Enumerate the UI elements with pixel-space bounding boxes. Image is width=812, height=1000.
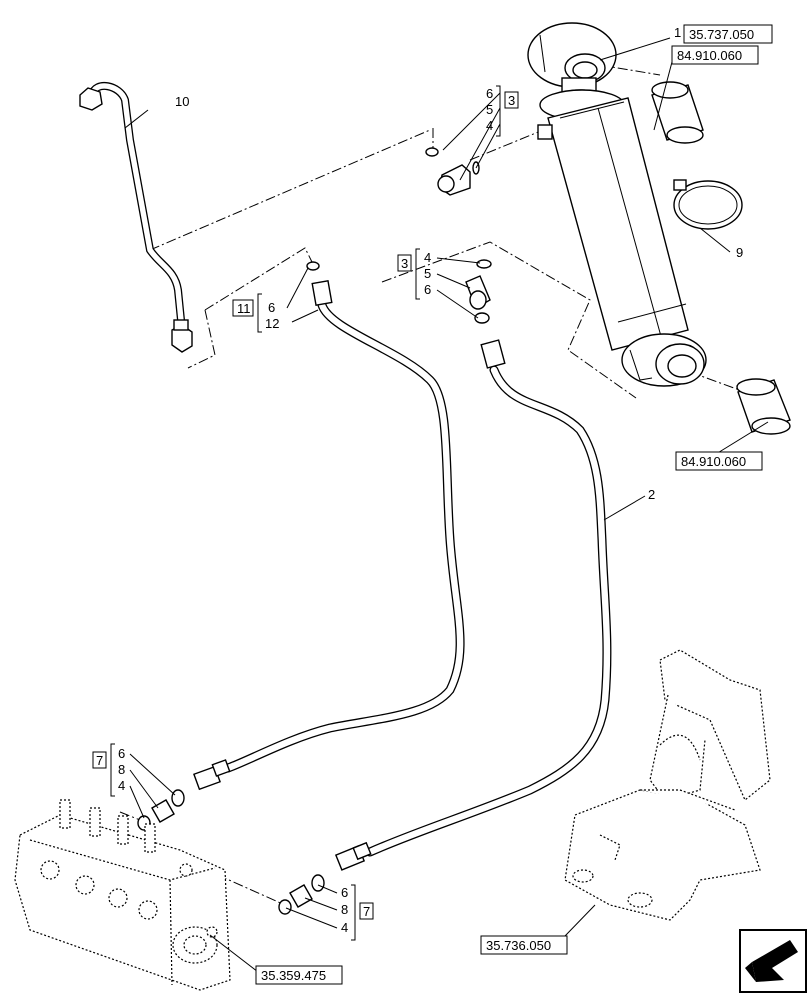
leader-lines [124,37,769,976]
callout-group-11: 11 6 12 [232,293,279,333]
svg-text:4: 4 [424,250,431,265]
callout-group-7-right: 6 8 4 7 [341,884,374,941]
ref-bushing-top[interactable]: 84.910.060 [671,45,759,65]
elbow-fitting-top [425,147,480,196]
svg-text:84.910.060: 84.910.060 [677,48,742,63]
svg-text:4: 4 [118,778,125,793]
callout-group-3-top: 6 5 4 3 [486,85,519,137]
callout-10: 10 [175,94,189,109]
svg-text:5: 5 [486,102,493,117]
callout-9: 9 [736,245,743,260]
fittings-lower-right [278,874,325,915]
svg-text:8: 8 [341,902,348,917]
elbow-fitting-middle [465,259,492,324]
hydraulic-cylinder [527,22,707,387]
arrow-left-down-icon[interactable] [739,929,807,993]
svg-text:6: 6 [486,86,493,101]
box-3-middle [397,254,412,272]
svg-text:6: 6 [118,746,125,761]
frame-bracket [564,649,771,921]
bushing-top [651,81,704,144]
svg-text:35.736.050: 35.736.050 [486,938,551,953]
svg-text:3: 3 [401,256,408,271]
rigid-tube-part-10 [79,82,193,353]
o-ring-hose-12 [306,261,320,271]
svg-text:12: 12 [265,316,279,331]
svg-text:4: 4 [486,118,493,133]
callout-group-3-middle: 3 4 5 6 [397,248,431,300]
svg-text:3: 3 [508,93,515,108]
box-3-top [504,91,519,109]
svg-text:5: 5 [424,266,431,281]
hose-part-2 [334,339,612,871]
callout-2: 2 [648,487,655,502]
svg-text:7: 7 [363,904,370,919]
callout-1: 1 [674,25,681,40]
bushing-bottom [736,378,791,435]
hose-clamp-part-9 [673,179,743,230]
svg-text:7: 7 [96,753,103,768]
hose-part-12 [193,279,465,791]
fittings-lower-left [137,789,185,831]
box-7-left [92,751,107,769]
ref-valve[interactable]: 35.359.475 [255,965,343,985]
ref-bushing-bottom[interactable]: 84.910.060 [675,451,763,471]
box-11 [232,299,254,317]
svg-text:6: 6 [424,282,431,297]
ref-frame[interactable]: 35.736.050 [480,935,568,955]
ref-cylinder[interactable]: 35.737.050 [683,24,773,44]
svg-text:11: 11 [237,301,251,316]
svg-text:35.359.475: 35.359.475 [261,968,326,983]
svg-text:6: 6 [268,300,275,315]
svg-text:84.910.060: 84.910.060 [681,454,746,469]
box-7-right [359,902,374,920]
svg-text:4: 4 [341,920,348,935]
svg-text:8: 8 [118,762,125,777]
callout-group-7-left: 7 6 8 4 [92,743,125,797]
svg-text:35.737.050: 35.737.050 [689,27,754,42]
control-valve-block [14,799,231,991]
svg-text:6: 6 [341,885,348,900]
